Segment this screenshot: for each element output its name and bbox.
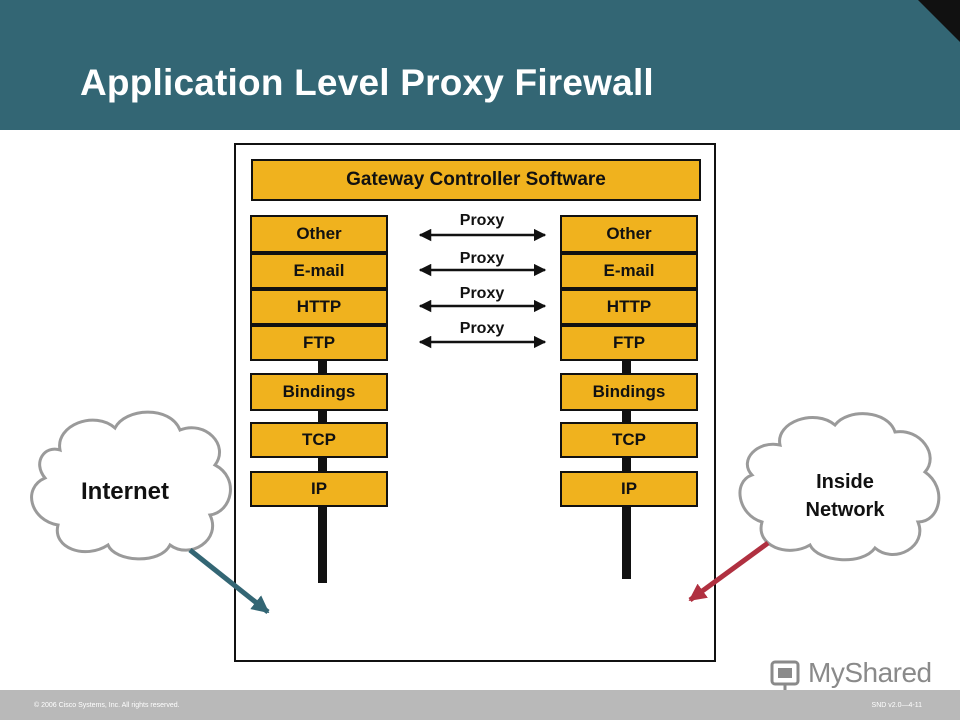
gateway-controller-box: Gateway Controller Software [251,159,701,201]
internet-cloud-icon [30,410,232,561]
corner-fold [918,0,960,42]
right-other-box: Other [560,215,698,253]
inside-network-label: Inside Network [770,468,920,524]
proxy-label-ftp: Proxy [459,320,505,337]
right-http-box: HTTP [560,289,698,325]
right-email-box: E-mail [560,253,698,289]
course-code: SND v2.0—4-11 [871,702,922,709]
right-ip-box: IP [560,471,698,507]
left-ftp-box: FTP [250,325,388,361]
proxy-label-email: Proxy [459,250,505,267]
slide-footer [0,690,960,720]
logo-icon [770,660,800,690]
left-bindings-box: Bindings [250,373,388,411]
right-stack-line [622,355,631,579]
logo-text: MyShared [808,657,932,688]
left-ip-box: IP [250,471,388,507]
inside-network-label-line2: Network [805,499,885,521]
left-http-box: HTTP [250,289,388,325]
left-stack-line [318,355,327,583]
inside-network-label-line1: Inside [816,471,874,493]
internet-arrow [188,548,270,614]
proxy-label-other: Proxy [459,212,505,229]
right-tcp-box: TCP [560,422,698,458]
inside-network-arrow [688,540,770,603]
slide-title: Application Level Proxy Firewall [80,62,654,103]
right-ftp-box: FTP [560,325,698,361]
proxy-label-http: Proxy [459,285,505,302]
slide-header [0,0,960,130]
left-tcp-box: TCP [250,422,388,458]
internet-label: Internet [80,478,169,505]
copyright-text: © 2006 Cisco Systems, Inc. All rights re… [34,702,180,709]
right-bindings-box: Bindings [560,373,698,411]
left-other-box: Other [250,215,388,253]
left-email-box: E-mail [250,253,388,289]
inside-network-cloud-icon [738,412,941,562]
